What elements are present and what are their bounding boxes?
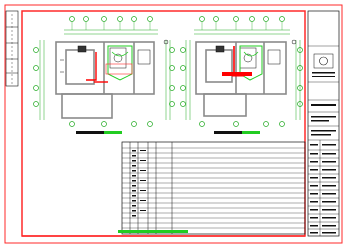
dim-lines-left	[39, 29, 171, 120]
binding-strip	[5, 10, 19, 87]
inner-frame	[21, 10, 306, 237]
schedule-symbols	[132, 150, 146, 217]
red-route-right	[222, 46, 252, 77]
title-block-text-marks	[310, 104, 336, 234]
outer-frame	[4, 4, 343, 244]
plan-label-accent-left	[104, 131, 122, 134]
walls-left	[55, 41, 155, 119]
grid-bubbles-top-right	[199, 16, 285, 30]
fixtures-left	[60, 45, 151, 73]
plan-label-bar-left	[76, 131, 104, 134]
north-arrow-icon	[163, 39, 297, 45]
green-zone-left	[105, 45, 133, 81]
plan-label-accent-right	[242, 131, 260, 134]
schedule-table[interactable]	[22, 141, 306, 237]
plan-label-bar-right	[214, 131, 242, 134]
company-logo	[312, 53, 335, 77]
grid-bubbles-bottom-right	[199, 121, 285, 127]
green-zone-right	[239, 45, 263, 81]
grid-bubbles-top-left	[69, 16, 153, 30]
walls-right	[195, 41, 287, 117]
grid-bubbles-bottom-left	[69, 121, 153, 127]
grid-bubbles-side-left	[33, 47, 175, 107]
schedule-green-stripe	[118, 230, 188, 233]
plan-left[interactable]	[33, 16, 175, 135]
title-block[interactable]	[307, 10, 340, 237]
red-route-left	[86, 52, 108, 83]
plan-right[interactable]	[180, 16, 303, 135]
grid-bubbles-side-right	[180, 47, 303, 107]
